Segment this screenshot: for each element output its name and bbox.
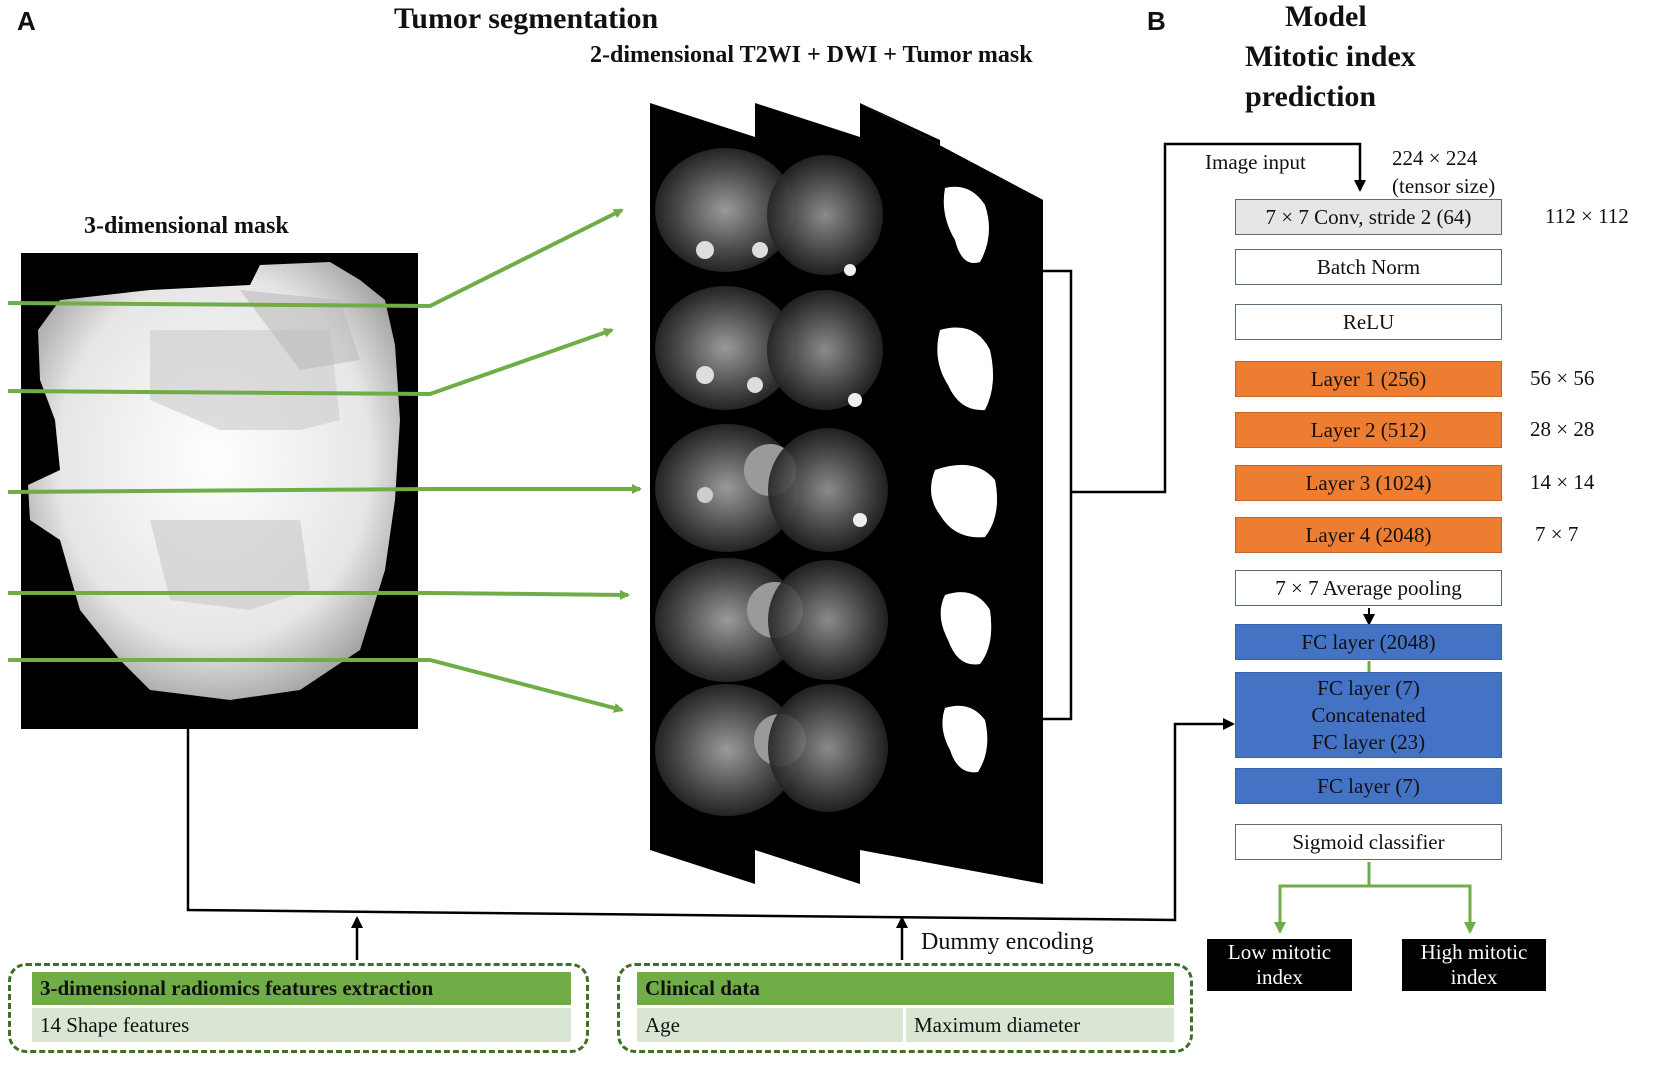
bottom-connectors: [186, 712, 1235, 960]
panel-a-title: Tumor segmentation: [394, 2, 659, 35]
clinical-cell-age: Age: [637, 1008, 903, 1042]
radiomics-header: 3-dimensional radiomics features extract…: [32, 972, 571, 1005]
fc7-box: FC layer (7): [1235, 768, 1502, 804]
panel-b-letter: B: [1147, 6, 1166, 36]
panel-a-letter: A: [17, 6, 36, 36]
slice-heading: 2-dimensional T2WI + DWI + Tumor mask: [590, 42, 1033, 68]
layer-box-7: 7 × 7 Average pooling: [1235, 570, 1502, 606]
concat-line-1: FC layer (7): [1317, 675, 1420, 700]
stack-to-model-connector: [1023, 142, 1366, 721]
layer-box-1: Batch Norm: [1235, 249, 1502, 285]
panel-b-title-line-3: prediction: [1245, 80, 1377, 113]
tumor-mask-slices: [931, 186, 998, 773]
layer-size-0: 112 × 112: [1545, 204, 1629, 228]
sigmoid-classifier-box: Sigmoid classifier: [1235, 824, 1502, 860]
image-input-label: Image input: [1205, 150, 1306, 174]
high-output-line-1: High mitotic: [1420, 940, 1528, 964]
slice-arrows: [7, 208, 642, 713]
layer-size-4: 28 × 28: [1530, 417, 1595, 441]
panel-b-title-line-1: Model: [1285, 0, 1367, 33]
input-size-line-2: (tensor size): [1392, 174, 1496, 198]
dummy-encoding-label: Dummy encoding: [921, 929, 1094, 955]
layer-size-5: 14 × 14: [1530, 470, 1595, 494]
layer-box-4: Layer 2 (512): [1235, 412, 1502, 448]
panel-b-title-line-2: Mitotic index: [1245, 40, 1416, 73]
dwi-slices: [767, 155, 888, 812]
input-size-line-1: 224 × 224: [1392, 146, 1478, 170]
clinical-cell-diameter: Maximum diameter: [906, 1008, 1174, 1042]
concat-fc-box: FC layer (7) Concatenated FC layer (23): [1235, 672, 1502, 758]
high-mitotic-output: High mitotic index: [1402, 939, 1546, 991]
layer-box-3: Layer 1 (256): [1235, 361, 1502, 397]
layer-box-2: ReLU: [1235, 304, 1502, 340]
radiomics-feature-group: [8, 963, 589, 1053]
layer-size-6: 7 × 7: [1535, 522, 1579, 546]
low-mitotic-output: Low mitotic index: [1207, 939, 1352, 991]
low-output-line-2: index: [1256, 965, 1303, 989]
concat-line-3: FC layer (23): [1311, 729, 1426, 754]
clinical-header: Clinical data: [637, 972, 1174, 1005]
high-output-line-2: index: [1450, 965, 1498, 989]
low-output-line-1: Low mitotic: [1227, 940, 1332, 964]
layer-box-8: FC layer (2048): [1235, 624, 1502, 660]
layer-box-0: 7 × 7 Conv, stride 2 (64): [1235, 199, 1502, 235]
concat-line-2: Concatenated: [1311, 702, 1426, 727]
layer-box-6: Layer 4 (2048): [1235, 517, 1502, 553]
output-arrows: [1274, 661, 1476, 934]
clinical-feature-group: [617, 963, 1193, 1053]
layer-box-5: Layer 3 (1024): [1235, 465, 1502, 501]
mask-heading: 3-dimensional mask: [84, 213, 289, 239]
radiomics-cell: 14 Shape features: [32, 1008, 571, 1042]
layer-size-3: 56 × 56: [1530, 366, 1595, 390]
